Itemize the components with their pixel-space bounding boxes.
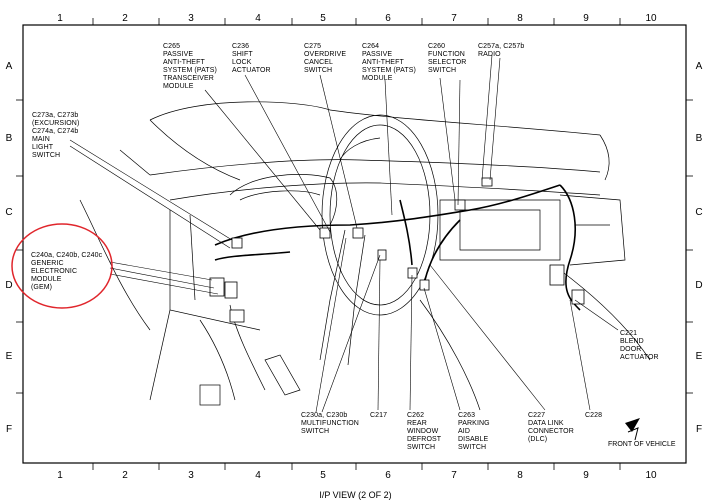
grid-row-label: E xyxy=(5,351,13,362)
callout-c275: C275 OVERDRIVE CANCEL SWITCH xyxy=(304,43,347,74)
grid-row-label: B xyxy=(5,133,13,144)
callout-c230: C230a, C230b MULTIFUNCTION SWITCH xyxy=(301,412,359,435)
diagram-title: I/P VIEW (2 OF 2) xyxy=(319,490,392,500)
grid-col-label: 3 xyxy=(188,470,194,481)
grid-row-label: B xyxy=(695,133,703,144)
grid-col-label: 7 xyxy=(451,470,457,481)
callout-c265: C265 PASSIVE ANTI-THEFT SYSTEM (PATS) TR… xyxy=(163,43,217,90)
grid-col-label: 2 xyxy=(122,13,128,24)
callout-c240: C240a, C240b, C240c GENERIC ELECTRONIC M… xyxy=(31,252,103,291)
grid-col-label: 9 xyxy=(583,13,589,24)
grid-row-label: A xyxy=(5,61,13,72)
grid-col-label: 9 xyxy=(583,470,589,481)
grid-col-label: 8 xyxy=(517,470,523,481)
grid-row-label: C xyxy=(5,207,13,218)
grid-col-label: 3 xyxy=(188,13,194,24)
grid-ticks xyxy=(16,18,693,470)
leader-lines xyxy=(69,54,619,413)
grid-row-label: D xyxy=(695,280,703,291)
interior-outline xyxy=(79,101,651,411)
callout-c227: C227 DATA LINK CONNECTOR (DLC) xyxy=(528,412,574,443)
grid-col-label: 4 xyxy=(255,470,261,481)
grid-col-label: 6 xyxy=(385,470,391,481)
callout-c236: C236 SHIFT LOCK ACTUATOR xyxy=(232,43,271,74)
grid-col-label: 8 xyxy=(517,13,523,24)
grid-row-label: E xyxy=(695,351,703,362)
grid-col-label: 7 xyxy=(451,13,457,24)
callout-c228: C228 xyxy=(585,412,603,419)
grid-col-label: 10 xyxy=(645,470,657,481)
grid-col-label: 5 xyxy=(320,470,326,481)
grid-col-label: 10 xyxy=(645,13,657,24)
front-of-vehicle-label: FRONT OF VEHICLE xyxy=(608,441,676,448)
grid-row-label: F xyxy=(5,424,13,435)
callout-c262: C262 REAR WINDOW DEFROST SWITCH xyxy=(407,412,442,451)
callout-c221: C221 BLEND DOOR ACTUATOR xyxy=(620,330,659,361)
callout-c260: C260 FUNCTION SELECTOR SWITCH xyxy=(428,43,467,74)
callout-c273: C273a, C273b (EXCURSION) C274a, C274b MA… xyxy=(32,112,80,159)
grid-row-label: D xyxy=(5,280,13,291)
outer-frame xyxy=(22,24,687,464)
callout-c217: C217 xyxy=(370,412,388,419)
gem-highlight-circle xyxy=(11,223,113,309)
grid-row-label: F xyxy=(695,424,703,435)
grid-col-label: 1 xyxy=(57,470,63,481)
grid-row-label: C xyxy=(695,207,703,218)
grid-col-label: 4 xyxy=(255,13,261,24)
wiring-harness xyxy=(214,184,581,311)
grid-row-label: A xyxy=(695,61,703,72)
grid-col-label: 5 xyxy=(320,13,326,24)
connectors xyxy=(209,177,585,323)
callout-c257: C257a, C257b RADIO xyxy=(478,43,525,58)
grid-col-label: 6 xyxy=(385,13,391,24)
front-arrow-icon xyxy=(625,418,640,441)
callout-c264: C264 PASSIVE ANTI-THEFT SYSTEM (PATS) MO… xyxy=(362,43,416,82)
grid-col-label: 2 xyxy=(122,470,128,481)
grid-col-label: 1 xyxy=(57,13,63,24)
callout-c263: C263 PARKING AID DISABLE SWITCH xyxy=(458,412,490,451)
